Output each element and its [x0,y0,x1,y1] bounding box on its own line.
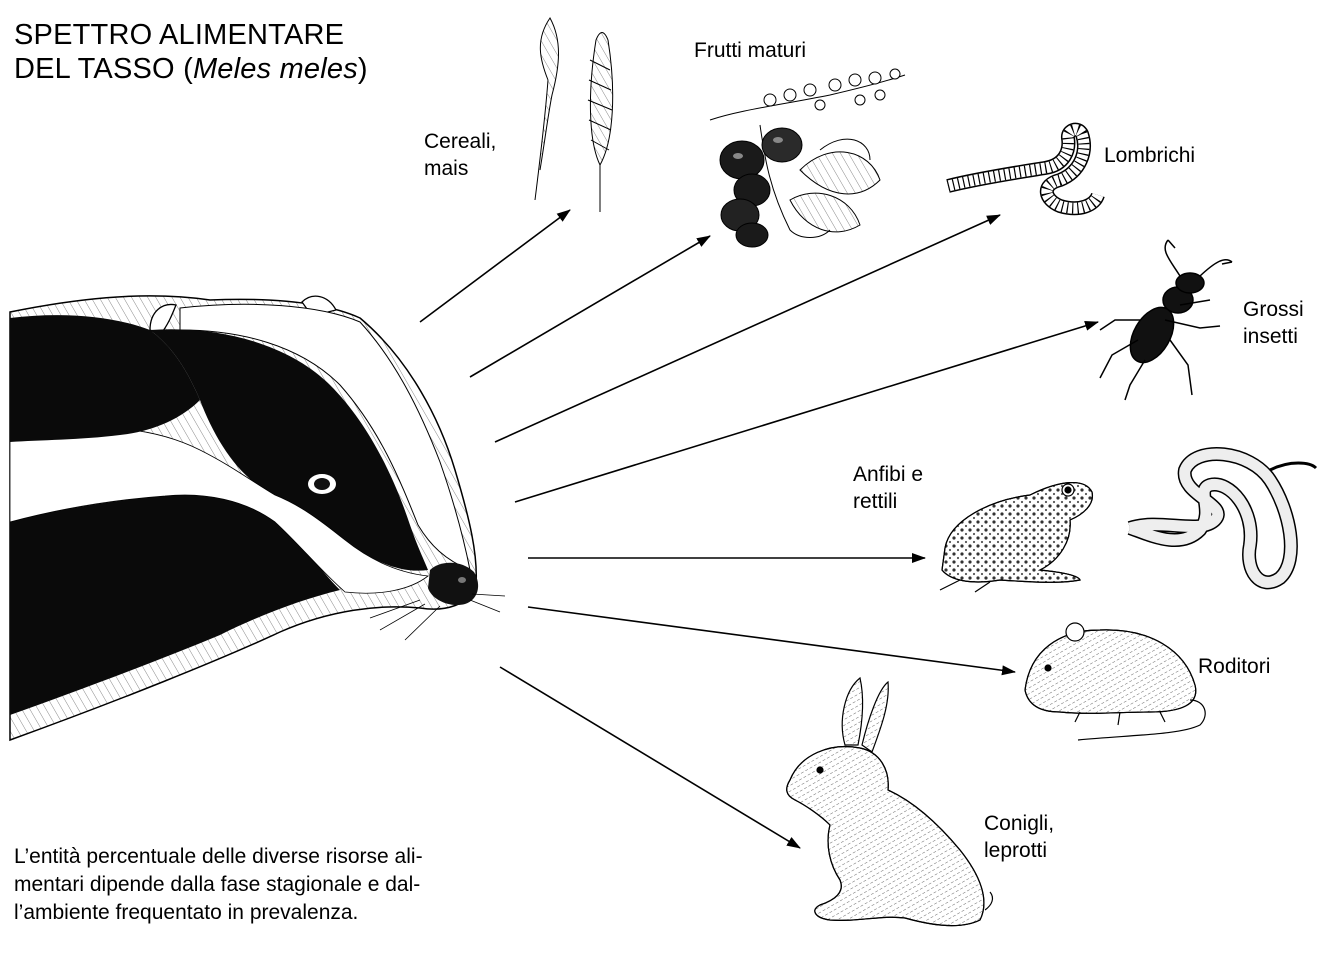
label-frutti: Frutti maturi [694,37,806,64]
snake-icon [1130,454,1316,582]
label-anfibi-line2: rettili [853,488,923,515]
label-cereali-line2: mais [424,155,496,182]
label-insetti: Grossi insetti [1243,296,1304,350]
arrow-lombrichi [495,215,1000,442]
label-roditori-line1: Roditori [1198,653,1270,680]
caption-text: L’entità percentuale delle diverse risor… [14,843,574,927]
label-insetti-line1: Grossi [1243,296,1304,323]
arrow-conigli [500,667,800,848]
arrow-cereali [420,210,570,322]
wheat-icon [535,18,613,212]
label-cereali-line1: Cereali, [424,128,496,155]
label-insetti-line2: insetti [1243,323,1304,350]
frog-icon [940,483,1092,592]
label-conigli: Conigli, leprotti [984,810,1054,864]
caption-line-2: mentari dipende dalla fase stagionale e … [14,871,574,899]
arrow-roditori [528,607,1015,672]
badger-head [10,296,505,740]
label-conigli-line1: Conigli, [984,810,1054,837]
plum-branch-icon [710,69,905,247]
stag-beetle-icon [1100,240,1232,400]
caption-line-3: l’ambiente frequentato in prevalenza. [14,899,574,927]
label-cereali: Cereali, mais [424,128,496,182]
label-anfibi: Anfibi e rettili [853,461,923,515]
label-conigli-line2: leprotti [984,837,1054,864]
label-lombrichi: Lombrichi [1104,142,1195,169]
earthworm-icon [948,130,1098,209]
label-lombrichi-line1: Lombrichi [1104,142,1195,169]
label-frutti-line1: Frutti maturi [694,37,806,64]
rodent-icon [1025,623,1205,740]
label-roditori: Roditori [1198,653,1270,680]
caption-line-1: L’entità percentuale delle diverse risor… [14,843,574,871]
label-anfibi-line1: Anfibi e [853,461,923,488]
hare-icon [787,678,993,926]
arrow-insetti [515,322,1098,502]
